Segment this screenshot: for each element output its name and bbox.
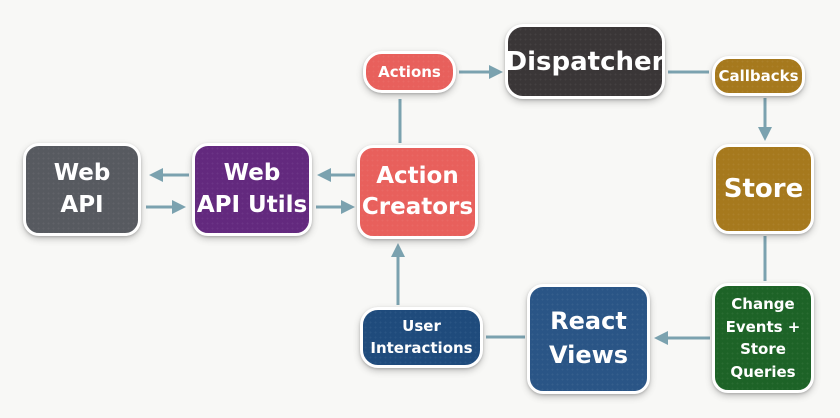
arrow-web-api-utils-to-web-api: [149, 168, 189, 182]
node-callbacks: Callbacks: [712, 56, 805, 96]
node-store-label: Store: [723, 174, 804, 204]
node-user-interactions-label: User Interactions: [370, 316, 473, 357]
node-change-events: Change Events + Store Queries: [712, 283, 814, 393]
node-react-views: React Views: [527, 284, 650, 394]
node-callbacks-label: Callbacks: [718, 67, 799, 85]
node-change-events-label: Change Events + Store Queries: [725, 295, 801, 381]
node-web-api-utils: Web API Utils: [192, 143, 312, 236]
node-action-creators: Action Creators: [357, 145, 478, 239]
node-store: Store: [713, 144, 814, 234]
node-actions-label: Actions: [378, 63, 441, 81]
arrow-user-interactions-to-action-creators: [391, 243, 405, 305]
arrow-web-api-utils-to-action-creators: [316, 200, 355, 214]
arrow-action-creators-to-web-api-utils: [317, 168, 355, 182]
node-dispatcher-label: Dispatcher: [505, 46, 665, 77]
node-dispatcher: Dispatcher: [505, 24, 665, 99]
arrow-actions-to-dispatcher: [459, 65, 503, 79]
arrow-web-api-to-web-api-utils: [146, 200, 186, 214]
node-web-api-label: Web API: [53, 160, 111, 218]
node-web-api-utils-label: Web API Utils: [196, 160, 308, 218]
node-action-creators-label: Action Creators: [361, 162, 474, 220]
arrow-change-events-to-react-views: [654, 331, 710, 345]
node-actions: Actions: [363, 51, 456, 93]
node-web-api: Web API: [23, 143, 141, 236]
node-user-interactions: User Interactions: [360, 307, 483, 368]
node-react-views-label: React Views: [548, 307, 629, 369]
arrow-callbacks-to-store: [758, 98, 772, 141]
